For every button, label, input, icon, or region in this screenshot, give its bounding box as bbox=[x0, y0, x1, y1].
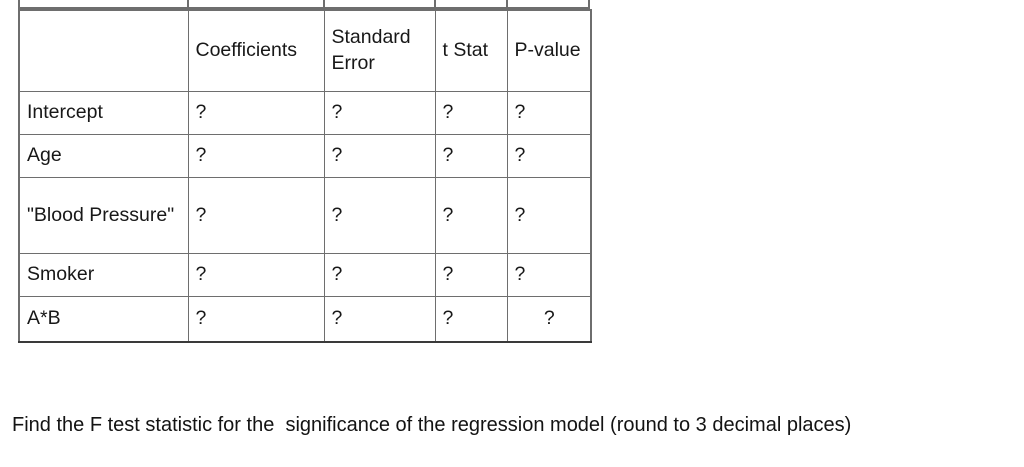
clipped-table-row bbox=[18, 0, 590, 9]
cell-intercept-coefficient: ? bbox=[187, 91, 325, 135]
cell-blood-pressure-standard-error: ? bbox=[323, 177, 436, 254]
cell-smoker-p-value: ? bbox=[506, 253, 592, 297]
table-header-row: Coefficients Standard Error t Stat P-val… bbox=[18, 9, 592, 92]
cell-age-p-value: ? bbox=[506, 134, 592, 178]
row-label-intercept: Intercept bbox=[18, 91, 189, 135]
cell-smoker-standard-error: ? bbox=[323, 253, 436, 297]
cell-smoker-t-stat: ? bbox=[434, 253, 508, 297]
row-label-blood-pressure: "Blood Pressure" bbox=[18, 177, 189, 254]
column-header-p-value: P-value bbox=[506, 9, 592, 92]
table-row: "Blood Pressure" ? ? ? ? bbox=[18, 177, 592, 254]
cell-a-times-b-t-stat: ? bbox=[434, 296, 508, 343]
clipped-row-divider-2 bbox=[323, 0, 325, 7]
table-row: Smoker ? ? ? ? bbox=[18, 253, 592, 297]
column-header-blank bbox=[18, 9, 189, 92]
cell-intercept-standard-error: ? bbox=[323, 91, 436, 135]
clipped-row-divider-1 bbox=[187, 0, 189, 7]
cell-a-times-b-coefficient: ? bbox=[187, 296, 325, 343]
cell-blood-pressure-t-stat: ? bbox=[434, 177, 508, 254]
row-label-smoker: Smoker bbox=[18, 253, 189, 297]
cell-blood-pressure-p-value: ? bbox=[506, 177, 592, 254]
regression-output-table: Coefficients Standard Error t Stat P-val… bbox=[18, 9, 592, 343]
clipped-row-divider-3 bbox=[434, 0, 436, 7]
cell-intercept-p-value: ? bbox=[506, 91, 592, 135]
row-label-age: Age bbox=[18, 134, 189, 178]
cell-blood-pressure-coefficient: ? bbox=[187, 177, 325, 254]
cell-a-times-b-p-value: ? bbox=[506, 296, 592, 343]
table-row: Intercept ? ? ? ? bbox=[18, 91, 592, 135]
question-prompt-text: Find the F test statistic for the signif… bbox=[12, 414, 852, 436]
table-row: Age ? ? ? ? bbox=[18, 134, 592, 178]
cell-intercept-t-stat: ? bbox=[434, 91, 508, 135]
cell-age-standard-error: ? bbox=[323, 134, 436, 178]
row-label-a-times-b: A*B bbox=[18, 296, 189, 343]
column-header-standard-error: Standard Error bbox=[323, 9, 436, 92]
cell-smoker-coefficient: ? bbox=[187, 253, 325, 297]
cell-age-t-stat: ? bbox=[434, 134, 508, 178]
cell-a-times-b-standard-error: ? bbox=[323, 296, 436, 343]
column-header-t-stat: t Stat bbox=[434, 9, 508, 92]
column-header-coefficients: Coefficients bbox=[187, 9, 325, 92]
clipped-row-divider-4 bbox=[506, 0, 508, 7]
cell-age-coefficient: ? bbox=[187, 134, 325, 178]
table-row: A*B ? ? ? ? bbox=[18, 296, 592, 343]
